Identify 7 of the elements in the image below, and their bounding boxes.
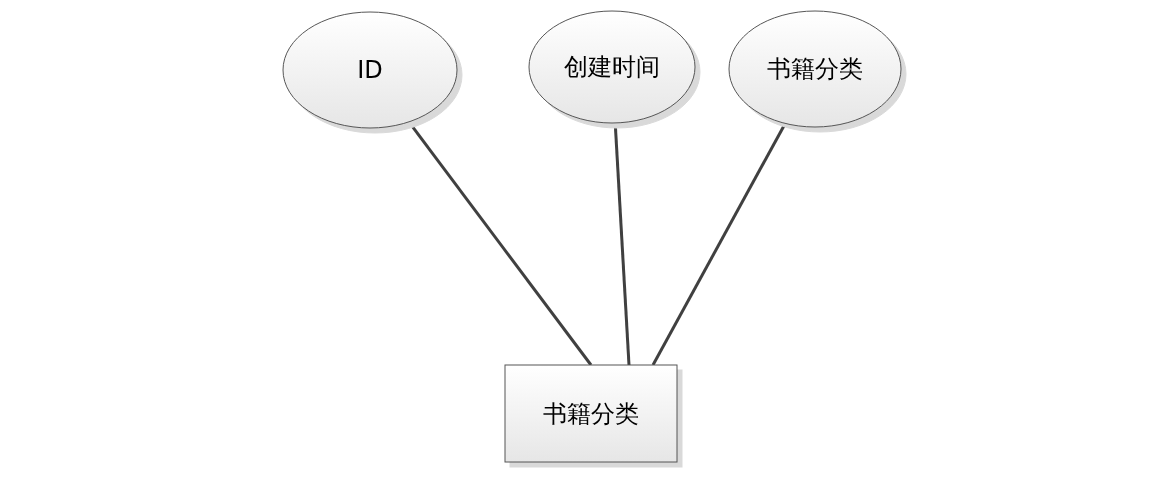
connector-line [407,121,593,366]
attribute-name: 创建时间 [564,52,660,83]
entity-name: 书籍分类 [543,398,639,430]
attribute-name: ID [357,56,383,84]
attribute-name: 书籍分类 [767,54,863,85]
connector-line [651,122,787,366]
connector-line [613,122,631,366]
